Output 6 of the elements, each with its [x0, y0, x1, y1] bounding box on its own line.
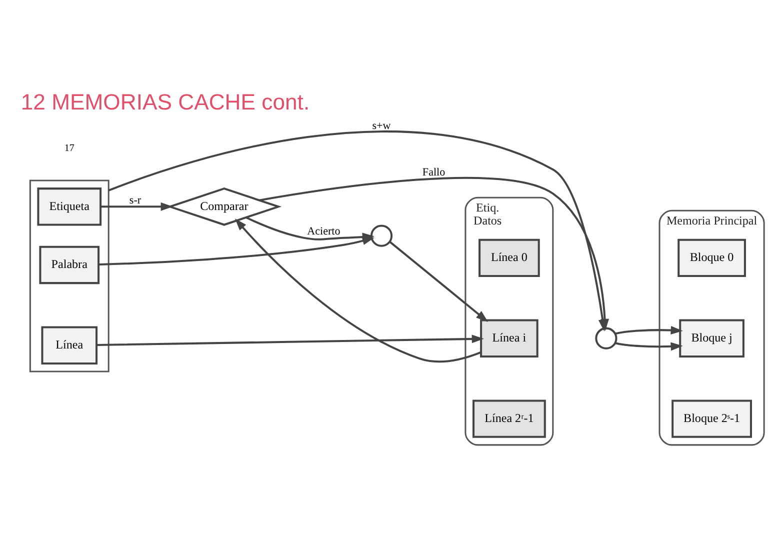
edge-label: s-r — [129, 194, 142, 206]
edge-label: Acierto — [307, 225, 340, 238]
edge-label: s+w — [372, 120, 391, 132]
edge-label: Fallo — [422, 166, 446, 178]
label: 17 — [64, 142, 74, 154]
diagram-title: 12 MEMORIAS CACHE cont. — [20, 89, 310, 114]
